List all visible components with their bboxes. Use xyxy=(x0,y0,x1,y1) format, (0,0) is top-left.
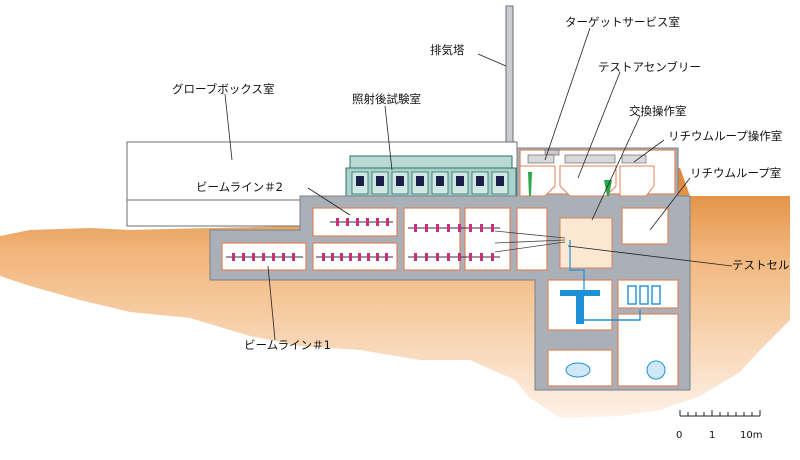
beam-magnet xyxy=(425,253,428,261)
label-beamline-1: ビームライン＃1 xyxy=(244,338,331,352)
beam-magnet xyxy=(414,253,417,261)
beam-magnet xyxy=(349,253,352,261)
beam-magnet xyxy=(356,218,359,226)
test-cell-box xyxy=(559,217,613,269)
green-item-1 xyxy=(528,172,532,196)
beam-magnet xyxy=(272,253,275,261)
beam-magnet xyxy=(376,218,379,226)
label-glovebox-room: グローブボックス室 xyxy=(172,82,275,96)
post-irradiation-building xyxy=(345,155,517,199)
beam-magnet xyxy=(292,253,295,261)
green-item-2 xyxy=(604,180,612,196)
beam-magnet xyxy=(282,253,285,261)
beam-magnet xyxy=(331,253,334,261)
beam-magnet xyxy=(336,218,339,226)
beamline-2-room-c xyxy=(464,207,511,271)
beam-magnet xyxy=(458,224,461,232)
beam-magnet xyxy=(232,253,235,261)
beam-magnet xyxy=(491,253,494,261)
beam-magnet xyxy=(340,253,343,261)
beamline-2-room-b xyxy=(403,207,461,271)
lithium-equipment xyxy=(560,240,666,380)
leader-lines xyxy=(224,27,733,341)
glovebox-window xyxy=(456,176,464,186)
scale-label-0: 0 xyxy=(676,430,683,441)
beam-magnet xyxy=(262,253,265,261)
glovebox-window xyxy=(396,176,404,186)
label-lithium-loop-operation-room: リチウムループ操作室 xyxy=(668,129,783,143)
lithium-loop-room xyxy=(621,207,669,245)
glovebox-window xyxy=(476,176,484,186)
beam-magnet xyxy=(414,224,417,232)
beam-magnet xyxy=(480,253,483,261)
beam-magnet xyxy=(376,253,379,261)
beam-magnet xyxy=(346,218,349,226)
beam-magnet xyxy=(491,224,494,232)
beam-magnet xyxy=(242,253,245,261)
lower-room-3 xyxy=(617,313,679,387)
beam-magnet xyxy=(469,253,472,261)
target-chamber xyxy=(516,207,548,271)
exhaust-stack xyxy=(505,5,514,143)
beam-magnet xyxy=(366,218,369,226)
glovebox-window xyxy=(436,176,444,186)
glovebox-window xyxy=(356,176,364,186)
beam-magnet xyxy=(436,224,439,232)
beam-magnet xyxy=(469,224,472,232)
label-beamline-2: ビームライン＃2 xyxy=(196,180,283,194)
beam-magnet xyxy=(358,253,361,261)
beam-magnet xyxy=(322,253,325,261)
label-target-service-room: ターゲットサービス室 xyxy=(565,15,680,29)
beam-magnet xyxy=(447,253,450,261)
beam-magnet xyxy=(385,253,388,261)
label-test-assembly: テストアセンブリー xyxy=(598,60,701,74)
beamline-magnets xyxy=(226,218,500,261)
beam-magnet xyxy=(436,253,439,261)
label-lithium-loop-room: リチウムループ室 xyxy=(690,166,782,180)
beam-magnet xyxy=(447,224,450,232)
scale-bar xyxy=(679,410,761,417)
label-exchange-operation-room: 交換操作室 xyxy=(629,104,687,118)
scale-label-10m: 10m xyxy=(740,430,763,441)
label-exhaust-tower: 排気塔 xyxy=(430,43,465,57)
scale-label-1: 1 xyxy=(709,430,716,441)
glovebox-window xyxy=(376,176,384,186)
beam-magnet xyxy=(425,224,428,232)
beam-magnet xyxy=(386,218,389,226)
glovebox-window xyxy=(496,176,504,186)
beam-magnet xyxy=(367,253,370,261)
beam-magnet xyxy=(480,224,483,232)
beam-magnet xyxy=(252,253,255,261)
glovebox-window xyxy=(416,176,424,186)
beam-magnet xyxy=(458,253,461,261)
label-test-cell: テストセル xyxy=(732,258,790,272)
label-post-irradiation-room: 照射後試験室 xyxy=(352,92,421,106)
